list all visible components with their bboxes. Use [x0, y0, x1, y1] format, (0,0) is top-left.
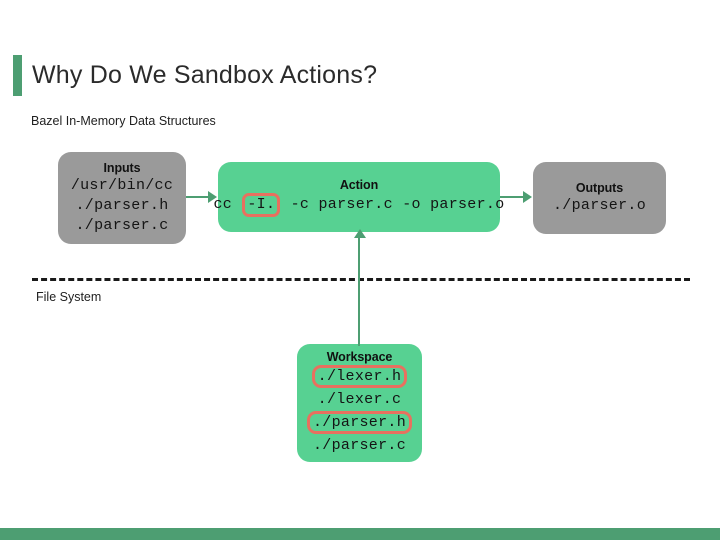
workspace-line-3-text: ./parser.c: [312, 437, 406, 454]
action-command-highlight: -I.: [242, 193, 281, 217]
section-caption-file-system: File System: [36, 290, 102, 304]
arrow-head-workspace-to-action-icon: [354, 229, 366, 238]
node-inputs-line-2: ./parser.c: [75, 217, 169, 234]
workspace-line-1-text: ./lexer.c: [317, 391, 402, 408]
node-workspace-line-3: ./parser.c: [307, 434, 412, 457]
node-action-title: Action: [339, 178, 379, 192]
filesystem-divider: [32, 278, 690, 281]
connector-action-to-outputs: [500, 196, 524, 198]
section-caption-in-memory: Bazel In-Memory Data Structures: [31, 114, 216, 128]
workspace-line-2-text: ./parser.h: [306, 411, 412, 434]
arrow-head-action-to-outputs-icon: [523, 191, 532, 203]
node-inputs-title: Inputs: [103, 161, 141, 175]
node-inputs-line-0: /usr/bin/cc: [70, 177, 174, 194]
node-outputs-title: Outputs: [575, 181, 624, 195]
page-title: Why Do We Sandbox Actions?: [32, 61, 378, 89]
title-accent-bar: [13, 55, 22, 96]
action-command-suffix: -c parser.c -o parser.o: [281, 196, 505, 213]
node-action[interactable]: Action cc -I. -c parser.c -o parser.o: [213, 162, 504, 232]
footer-bar: [0, 528, 720, 540]
arrow-head-inputs-to-action-icon: [208, 191, 217, 203]
node-inputs-line-1: ./parser.h: [75, 197, 169, 214]
node-workspace-line-0: ./lexer.h: [311, 365, 408, 388]
node-outputs-line-0: ./parser.o: [552, 197, 646, 214]
node-workspace-line-1: ./lexer.c: [312, 388, 408, 411]
node-workspace-line-2: ./parser.h: [306, 411, 412, 434]
node-inputs[interactable]: Inputs /usr/bin/cc ./parser.h ./parser.c: [58, 152, 186, 244]
action-command-prefix: cc: [213, 196, 242, 213]
node-outputs[interactable]: Outputs ./parser.o: [533, 162, 666, 234]
node-workspace-title: Workspace: [326, 350, 393, 364]
node-action-command: cc -I. -c parser.c -o parser.o: [213, 193, 504, 217]
connector-inputs-to-action: [186, 196, 210, 198]
connector-workspace-to-action: [358, 236, 360, 346]
node-workspace[interactable]: Workspace ./lexer.h ./lexer.c ./parser.h…: [297, 344, 422, 462]
workspace-line-0-text: ./lexer.h: [311, 365, 408, 388]
